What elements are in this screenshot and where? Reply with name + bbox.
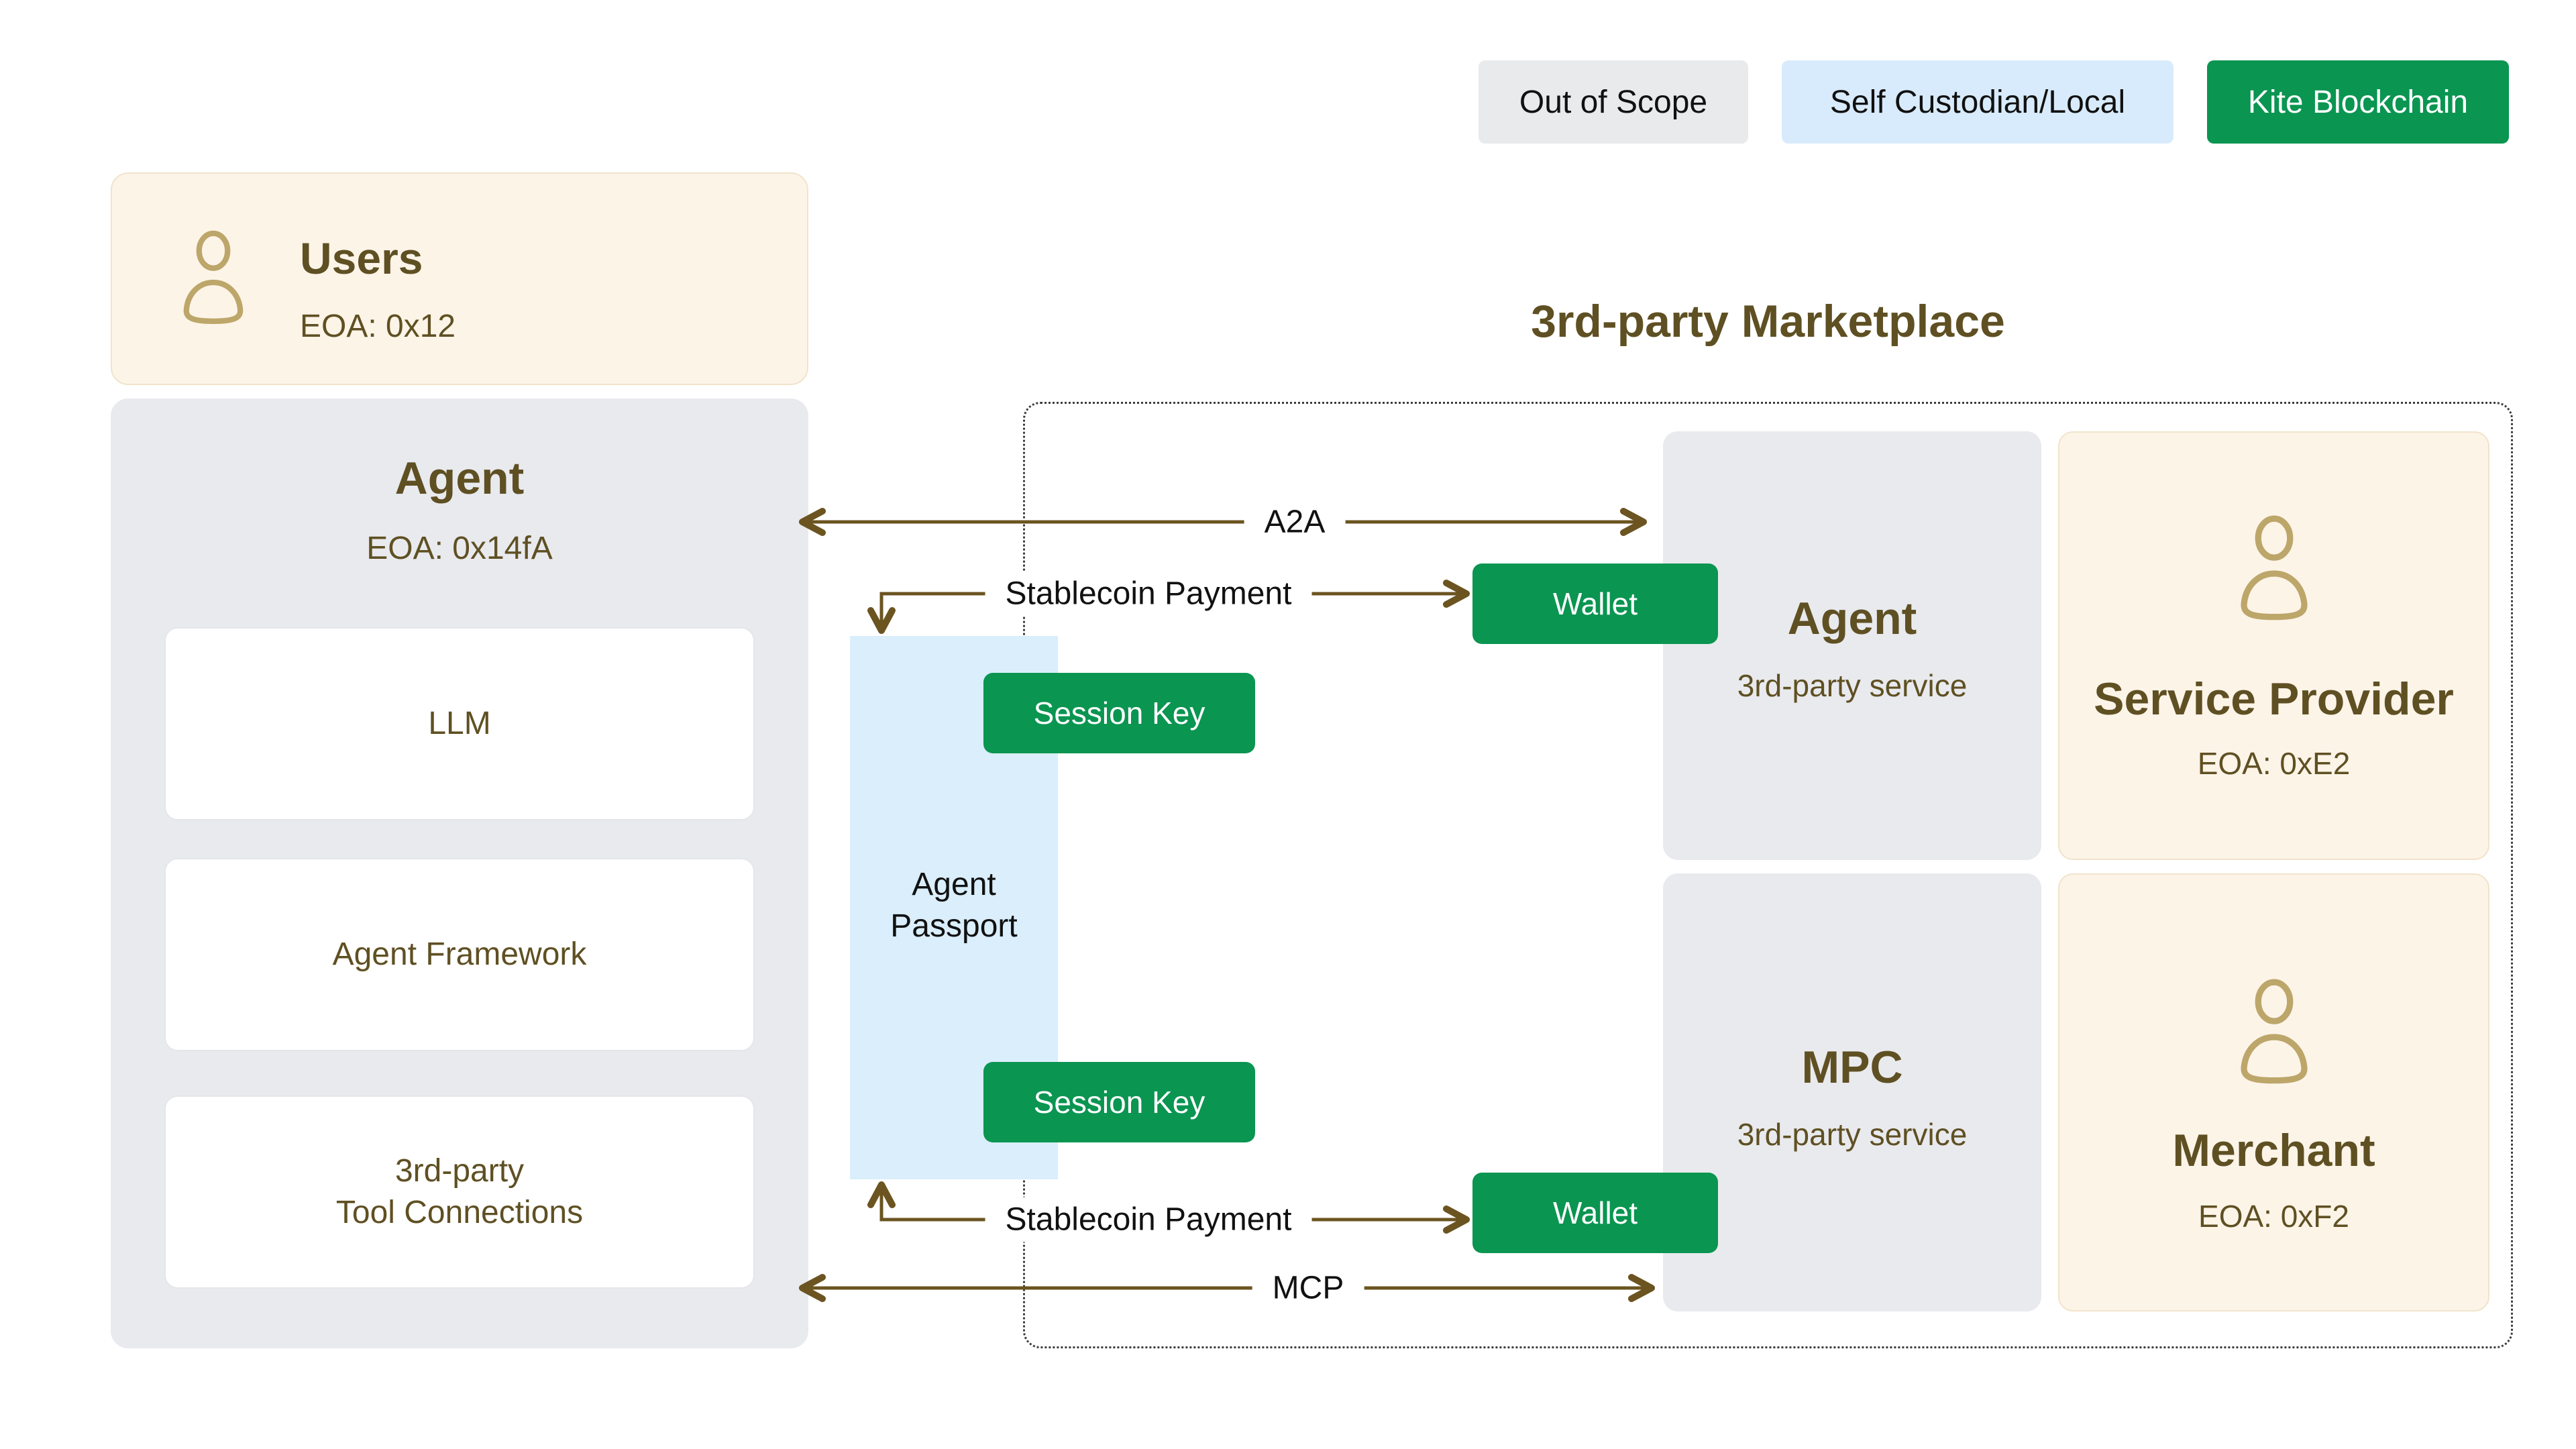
mpc-title: MPC — [1801, 1042, 1903, 1093]
legend-out-of-scope: Out of Scope — [1479, 60, 1748, 144]
tool-connections-box: 3rd-party Tool Connections — [164, 1095, 755, 1289]
mcp-label: MCP — [1252, 1265, 1364, 1311]
session-key-chip-bottom: Session Key — [983, 1062, 1255, 1142]
merchant-title: Merchant — [2172, 1125, 2375, 1176]
tool-connections-line2: Tool Connections — [335, 1195, 584, 1230]
wallet-chip-top: Wallet — [1472, 564, 1718, 644]
merchant-person-icon — [2240, 979, 2308, 1084]
user-person-icon — [183, 230, 244, 324]
legend-kite-blockchain: Kite Blockchain — [2207, 60, 2509, 144]
agent-title: Agent — [394, 453, 525, 504]
marketplace-title: 3rd-party Marketplace — [1531, 296, 2005, 347]
session-key-chip-top: Session Key — [983, 673, 1255, 753]
users-title: Users — [300, 233, 423, 283]
agent-framework-box: Agent Framework — [164, 858, 755, 1051]
llm-label: LLM — [428, 705, 491, 741]
marketplace-agent-subtitle: 3rd-party service — [1737, 668, 1968, 703]
users-card: Users EOA: 0x12 — [111, 172, 808, 385]
agent-card: Agent EOA: 0x14fA LLM Agent Framework 3r… — [111, 398, 808, 1348]
service-provider-title: Service Provider — [2094, 674, 2454, 724]
a2a-label: A2A — [1244, 499, 1346, 545]
agent-passport-label: Agent Passport — [850, 864, 1058, 948]
agent-framework-label: Agent Framework — [332, 936, 587, 972]
agent-passport-line2: Passport — [890, 908, 1018, 945]
mpc-subtitle: 3rd-party service — [1737, 1117, 1968, 1152]
tool-connections-line1: 3rd-party — [394, 1152, 525, 1189]
marketplace-agent-title: Agent — [1787, 593, 1917, 644]
llm-box: LLM — [164, 627, 755, 820]
merchant-eoa: EOA: 0xF2 — [2198, 1199, 2349, 1234]
legend: Out of Scope Self Custodian/Local Kite B… — [1479, 60, 2509, 144]
stablecoin-bottom-label: Stablecoin Payment — [985, 1197, 1312, 1242]
mpc-card: MPC 3rd-party service — [1663, 873, 2041, 1311]
users-eoa: EOA: 0x12 — [300, 309, 456, 344]
legend-self-custodian-local: Self Custodian/Local — [1782, 60, 2174, 144]
stablecoin-top-label: Stablecoin Payment — [985, 571, 1312, 616]
service-provider-eoa: EOA: 0xE2 — [2197, 746, 2351, 781]
wallet-chip-bottom: Wallet — [1472, 1173, 1718, 1253]
service-provider-card: Service Provider EOA: 0xE2 — [2058, 431, 2489, 860]
service-provider-person-icon — [2240, 515, 2308, 621]
merchant-card: Merchant EOA: 0xF2 — [2058, 873, 2489, 1311]
agent-passport-line1: Agent — [912, 867, 996, 902]
agent-eoa: EOA: 0x14fA — [366, 531, 553, 566]
marketplace-agent-card: Agent 3rd-party service — [1663, 431, 2041, 860]
